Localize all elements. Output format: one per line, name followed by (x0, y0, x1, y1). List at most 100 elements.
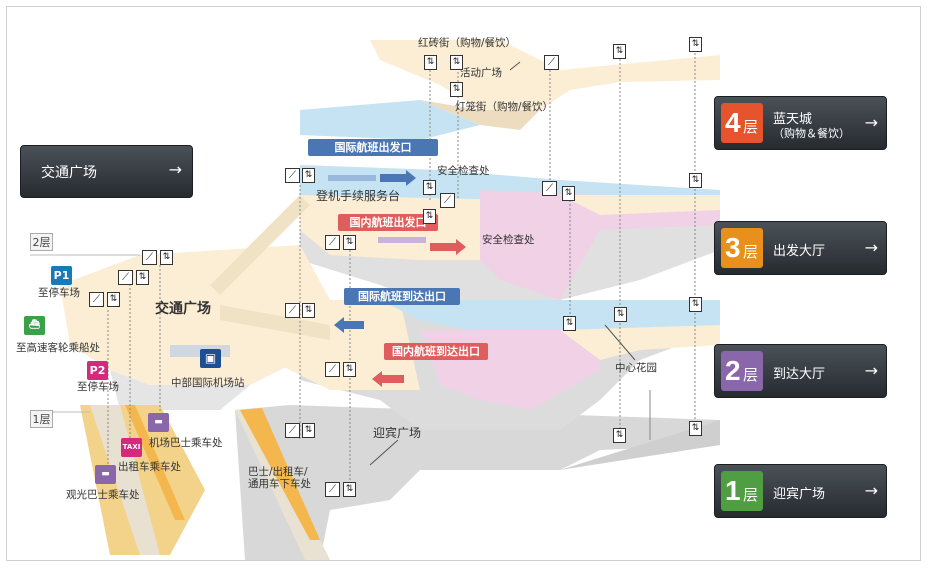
pointer-line (509, 61, 521, 71)
tour-bus-icon: ▬ (95, 465, 116, 484)
ferry-icon: ⛴ (24, 316, 45, 335)
floor-2-cream-right (560, 325, 720, 360)
central-garden-label: 中心花园 (615, 362, 657, 374)
floor-4-cream (370, 40, 720, 110)
floor-4-number: 4 (725, 107, 741, 138)
level-2-tag: 2层 (30, 233, 53, 251)
level-1-tag: 1层 (30, 410, 53, 428)
floor-3-pink (480, 190, 720, 300)
elevator-icon: ⇅ (424, 55, 437, 70)
floor-1-slab (235, 405, 720, 560)
escalator-icon: ⟋ (325, 482, 340, 497)
airport-bus-label: 机场巴士乘车处 (149, 437, 223, 449)
floor-2-button[interactable]: 2 层 到达大厅 → (714, 344, 887, 398)
elevator-icon: ⇅ (107, 292, 120, 307)
dom-arrival-arrow (372, 371, 404, 387)
transport-plaza-shadow (110, 370, 250, 410)
escalator-icon: ⟋ (285, 303, 300, 318)
ferry-label: 至高速客轮乘船处 (16, 342, 100, 354)
floor-1-number-badge: 1 层 (721, 471, 763, 511)
arrow-right-icon: → (864, 361, 878, 380)
elevator-icon: ⇅ (343, 235, 356, 250)
elevator-icon: ⇅ (689, 37, 702, 52)
elevator-icon: ⇅ (613, 428, 626, 443)
elevator-icon: ⇅ (302, 423, 315, 438)
floor-3-cream-right (560, 195, 720, 215)
intl-departure-arrow (380, 170, 416, 186)
elevator-icon: ⇅ (613, 44, 626, 59)
elevator-icon: ⇅ (423, 180, 436, 195)
parking-p1-badge: P1 (51, 266, 72, 285)
arrow-right-icon: → (864, 113, 878, 132)
elevator-icon: ⇅ (160, 250, 173, 265)
arrow-right-icon: → (168, 160, 182, 179)
escalator-icon: ⟋ (285, 423, 300, 438)
floor-2-title: 到达大厅 (773, 367, 826, 382)
dom-arrival-banner: 国内航班到达出口 (384, 343, 488, 360)
transport-plaza-label: 交通广场 (155, 301, 211, 317)
escalator-icon: ⟋ (142, 250, 157, 265)
escalator-icon: ⟋ (89, 292, 104, 307)
train-station-label: 中部国际机场站 (171, 377, 245, 389)
walkway-lower (220, 305, 330, 340)
floor-1-number: 1 (725, 475, 741, 506)
checkin-counters (328, 175, 376, 181)
floor-4-title: 蓝天城 (773, 112, 813, 127)
event-plaza-label: 活动广场 (460, 67, 502, 79)
floor-1-title: 迎宾广场 (773, 487, 826, 502)
floor-3-number: 3 (725, 232, 741, 263)
road-stripe-2 (125, 405, 185, 520)
floor-4-subtitle: （购物＆餐饮） (773, 127, 850, 140)
escalator-icon: ⟋ (325, 362, 340, 377)
transport-plaza-button[interactable]: 交通广场 → (20, 145, 193, 198)
floor-1-edge (560, 420, 720, 470)
elevator-icon: ⇅ (689, 173, 702, 188)
floor-unit: 层 (743, 118, 759, 136)
elevator-icon: ⇅ (343, 482, 356, 497)
escalator-icon: ⟋ (542, 181, 557, 196)
elevator-icon: ⇅ (136, 270, 149, 285)
elevator-icon: ⇅ (423, 209, 436, 224)
floor-unit: 层 (743, 486, 759, 504)
welcome-plaza-label: 迎宾广场 (373, 426, 422, 440)
brick-street-label: 红砖街（购物/餐饮） (418, 37, 517, 49)
pointer-line (369, 439, 399, 466)
elevator-icon: ⇅ (302, 168, 315, 183)
dom-departure-arrow (430, 239, 466, 255)
dom-departure-banner: 国内航班出发口 (338, 214, 438, 231)
parking-p2-label: 至停车场 (77, 381, 119, 393)
escalator-icon: ⟋ (440, 193, 455, 208)
road-stripe-1 (240, 408, 320, 540)
floor-unit: 层 (743, 366, 759, 384)
elevator-icon: ⇅ (450, 82, 463, 97)
floor-unit: 层 (743, 243, 759, 261)
floor-4-button[interactable]: 4 层 蓝天城 （购物＆餐饮） → (714, 96, 887, 150)
arrow-right-icon: → (864, 238, 878, 257)
transport-plaza-button-label: 交通广场 (41, 165, 97, 181)
elevator-icon: ⇅ (563, 316, 576, 331)
elevator-icon: ⇅ (562, 186, 575, 201)
walkway-upper (210, 195, 310, 295)
arrow-right-icon: → (864, 481, 878, 500)
parking-p2-badge: P2 (87, 361, 108, 380)
elevator-icon: ⇅ (302, 303, 315, 318)
escalator-icon: ⟋ (285, 168, 300, 183)
security-1-label: 安全检查处 (437, 165, 490, 177)
floor-1-button[interactable]: 1 层 迎宾广场 → (714, 464, 887, 518)
floor-4-blue (300, 100, 480, 140)
floor-2-blue (380, 300, 720, 330)
security-2-label: 安全检查处 (482, 234, 535, 246)
floor-2-number-badge: 2 层 (721, 351, 763, 391)
elevator-icon: ⇅ (450, 55, 463, 70)
tour-bus-label: 观光巴士乘车处 (66, 489, 140, 501)
intl-arrival-arrow (334, 317, 364, 333)
floor-2-number: 2 (725, 355, 741, 386)
floor-4-edge (420, 100, 540, 130)
floor-3-number-badge: 3 层 (721, 228, 763, 268)
airport-bus-icon: ▬ (148, 413, 169, 432)
floor-3-button[interactable]: 3 层 出发大厅 → (714, 221, 887, 275)
intl-departure-banner: 国际航班出发口 (308, 139, 438, 156)
escalator-icon: ⟋ (325, 235, 340, 250)
pointer-line (604, 324, 636, 361)
